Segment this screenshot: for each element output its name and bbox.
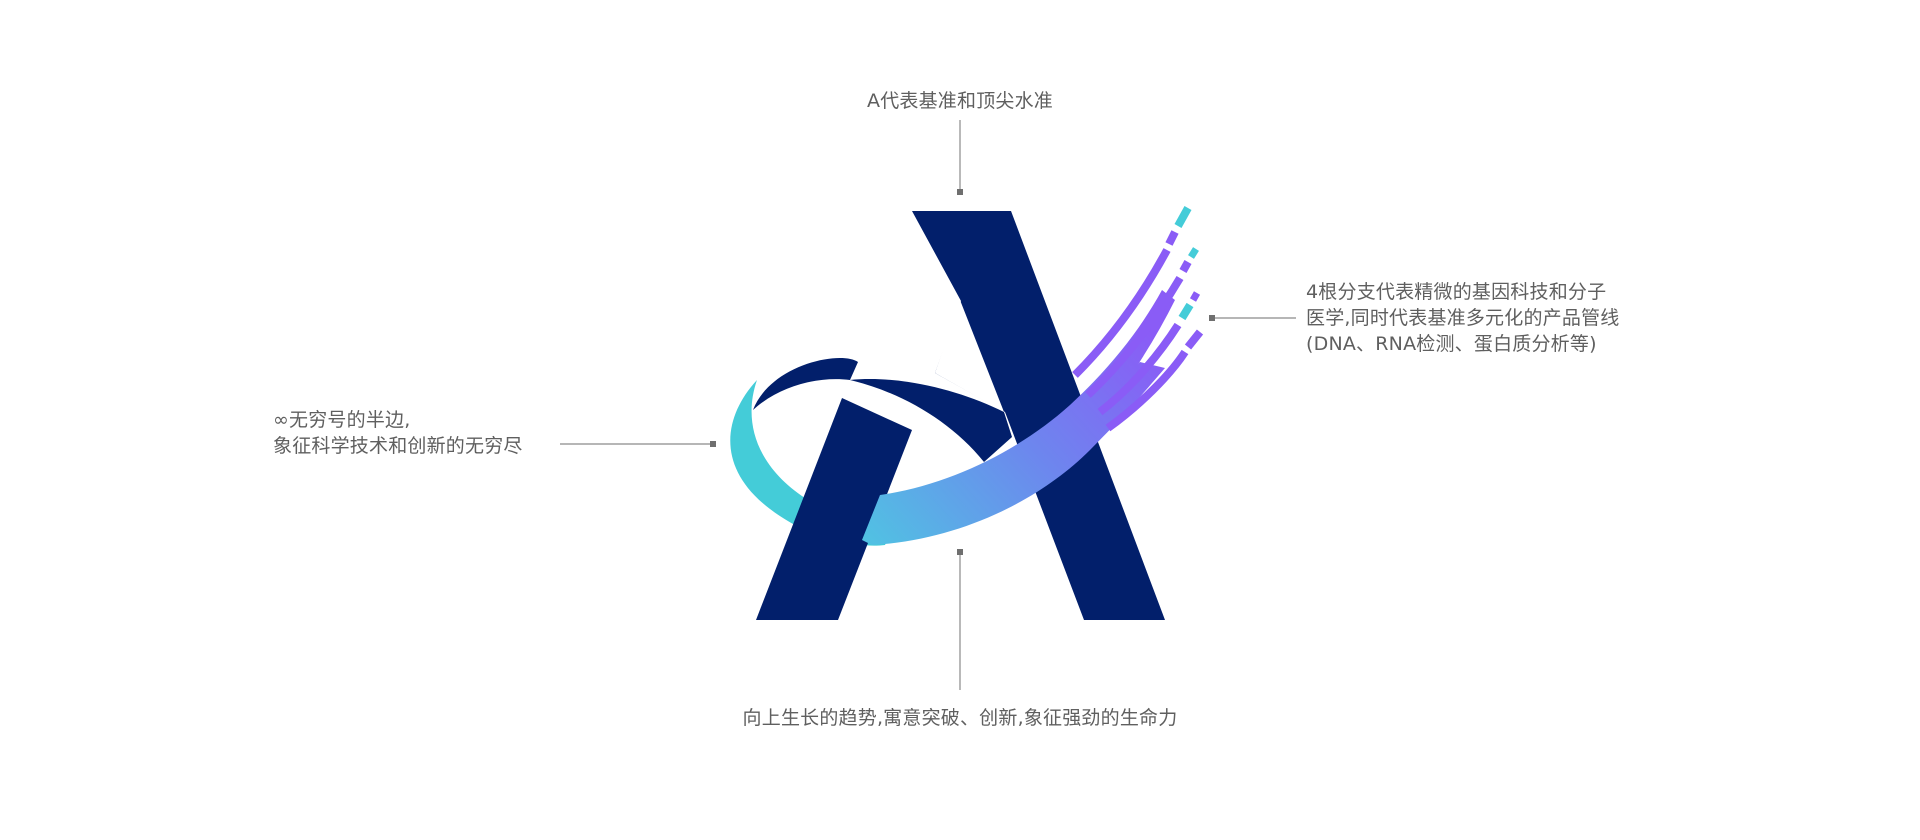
branch-4 [1105,329,1204,432]
letter-a-counter [935,300,1004,412]
leader-bottom [957,549,963,690]
a-crossbar [850,379,1012,462]
annotation-bottom: 向上生长的趋势,寓意突破、创新,象征强劲的生命力 [742,707,1178,729]
letter-a-main [912,211,1165,620]
swoosh-back-crescent [730,380,893,546]
annotation-left-line-2: 象征科学技术和创新的无穷尽 [273,435,523,457]
swoosh-navy-arc [753,358,858,410]
annotation-top: A代表基准和顶尖水准 [867,90,1053,112]
branch-1 [1072,206,1192,378]
annotation-left: ∞无穷号的半边, 象征科学技术和创新的无穷尽 [273,407,523,459]
leader-left [560,441,716,447]
annotation-right-line-3: (DNA、RNA检测、蛋白质分析等) [1306,333,1597,355]
leader-lines [560,120,1296,690]
branch-3 [1097,291,1201,416]
annotation-right-line-1: 4根分支代表精微的基因科技和分子 [1306,281,1607,303]
annotation-right: 4根分支代表精微的基因科技和分子 医学,同时代表基准多元化的产品管线 (DNA、… [1306,279,1619,357]
branches [1072,206,1204,432]
letter-a-left-leg [756,398,912,620]
leader-right [1209,315,1296,321]
branch-2 [1085,247,1199,398]
leader-top [957,120,963,195]
annotation-left-line-1: ∞无穷号的半边, [273,409,411,431]
annotation-right-line-2: 医学,同时代表基准多元化的产品管线 [1306,307,1620,329]
swoosh-front-body [880,290,1175,515]
letter-a-with-swoosh-logo [730,206,1204,620]
